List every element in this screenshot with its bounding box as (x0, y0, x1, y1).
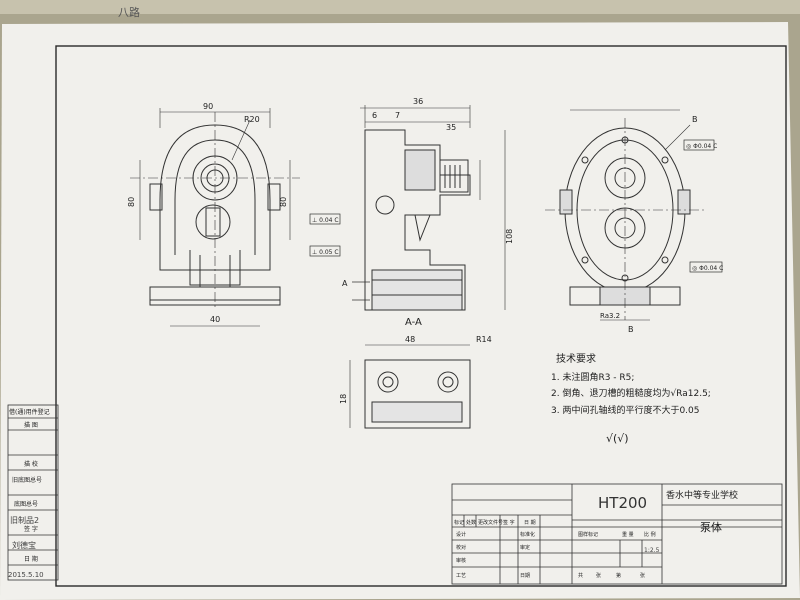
bottom-hole-left (377, 371, 399, 393)
tech-item-2: 2. 倒角、退刀槽的粗糙度均为√Ra12.5; (551, 387, 711, 399)
dim-side-7: 7 (395, 111, 400, 120)
tb-header-4: 日 期 (524, 520, 536, 526)
side-hatched-a (404, 149, 436, 191)
side-hand-6: 2015.5.10 (8, 571, 44, 579)
tech-item-1: 1. 未注圆角R3 - R5; (551, 371, 634, 383)
side-row-0: 借(通)用件登记 (9, 408, 50, 416)
title-block (451, 483, 783, 585)
bottom-view-outline (364, 359, 471, 429)
roughness-base: Ra3.2 (600, 312, 620, 320)
section-mark-left: A (342, 279, 348, 288)
side-row-2: 描 校 (24, 460, 38, 468)
tb-sheets-unit-2: 张 (640, 572, 645, 579)
side-hole (375, 195, 395, 215)
tb-scale-label: 比 例 (644, 531, 656, 538)
corner-marks: 八路 (118, 6, 140, 19)
dim-bottom-width: 48 (405, 335, 415, 344)
gdt-frames-right: ◎ Φ0.04 C ◎ Φ0.04 C (683, 139, 723, 273)
tech-title: 技术要求 (556, 352, 596, 365)
side-view-labels: 36 6 7 35 108 A A-A (342, 97, 514, 328)
part-name: 泵体 (700, 520, 722, 534)
paper-sheet (0, 22, 800, 600)
tb-weight-label: 重 量 (622, 531, 634, 538)
tb-stage-label: 图样标记 (578, 531, 598, 538)
section-label-aa: A-A (405, 317, 422, 328)
bottom-view-labels: 48 18 R14 (339, 335, 492, 404)
dim-side-width: 36 (413, 97, 423, 106)
dim-front-radius: R20 (244, 115, 260, 124)
dim-side-35: 35 (446, 123, 456, 132)
bottom-hole-right (437, 371, 459, 393)
dim-side-height: 108 (505, 229, 514, 244)
side-hand-4: 旧制品2 (10, 515, 39, 525)
dim-front-width: 90 (203, 102, 213, 111)
tb-header-2: 更改文件号 (478, 519, 503, 526)
roughness-mark: √(√) (606, 432, 629, 445)
title-block-text: HT200 香水中等专业学校 泵体 标记 处数 更改文件号 签 字 日 期 设计… (454, 489, 738, 579)
gdt-coaxiality-2: ◎ Φ0.04 C (692, 265, 723, 272)
right-view-labels: B B Ra3.2 (600, 115, 698, 334)
b-mark-top: B (692, 115, 698, 124)
drawing-frame (55, 45, 787, 587)
side-view-outline (364, 129, 471, 311)
gdt-coaxiality-1: ◎ Φ0.04 C (686, 143, 717, 150)
gdt-perpendicularity-1: ⊥ 0.04 C (312, 217, 339, 224)
board-top-edge (0, 0, 800, 14)
tb-role-check: 校对 (456, 544, 466, 551)
tb-role-review: 审核 (456, 557, 466, 564)
gdt-frames-side: ⊥ 0.04 C ⊥ 0.05 C (309, 213, 341, 257)
b-mark-bottom: B (628, 325, 634, 334)
bottom-view (349, 344, 471, 429)
tb-role-design: 设计 (456, 531, 466, 538)
side-row-1: 描 图 (24, 421, 38, 429)
front-view-labels: 90 R20 80 80 40 (127, 102, 288, 324)
tb-mid-std: 标准化 (520, 531, 535, 538)
side-row-5: 签 字 (24, 525, 38, 533)
side-row-3: 旧底图总号 (12, 476, 42, 484)
dim-front-base: 40 (210, 315, 220, 324)
dim-side-6: 6 (372, 111, 377, 120)
tb-header-1: 处数 (466, 519, 476, 526)
front-view (130, 108, 300, 327)
side-row-6: 日 期 (24, 555, 38, 563)
tech-requirements: 技术要求 1. 未注圆角R3 - R5; 2. 倒角、退刀槽的粗糙度均为√Ra1… (551, 352, 711, 445)
tb-sheets-total: 共 (578, 572, 583, 579)
gdt-perpendicularity-2: ⊥ 0.05 C (312, 249, 339, 256)
side-table (7, 404, 59, 581)
tb-sheets-index: 第 (616, 572, 621, 579)
tech-item-3: 3. 两中间孔轴线的平行度不大于0.05 (551, 404, 700, 416)
tb-mid-approve: 审定 (520, 544, 530, 551)
dim-bottom-radius: R14 (476, 335, 492, 344)
side-hand-5: 刘德宝 (12, 540, 36, 550)
dim-front-right: 80 (279, 197, 288, 207)
tb-header-0: 标记 (454, 519, 464, 526)
dim-front-left: 80 (127, 197, 136, 207)
tb-header-3: 签 字 (503, 519, 515, 526)
tb-scale-value: 1:2.5 (644, 547, 660, 554)
side-row-4: 底图总号 (14, 500, 38, 508)
right-view (545, 109, 705, 321)
side-boss (439, 159, 469, 193)
tb-sheets-unit-1: 张 (596, 572, 601, 579)
tb-mid-date: 日期 (520, 573, 530, 579)
school-name: 香水中等专业学校 (666, 489, 738, 501)
dim-bottom-height: 18 (339, 394, 348, 404)
side-base-section (371, 269, 463, 311)
side-section-view (352, 105, 506, 311)
material-text: HT200 (598, 494, 647, 512)
tb-role-process: 工艺 (456, 573, 466, 579)
side-table-labels: 借(通)用件登记 描 图 描 校 旧底图总号 底图总号 签 字 日 期 旧制品2… (8, 408, 50, 579)
front-lower-bore (195, 204, 231, 240)
